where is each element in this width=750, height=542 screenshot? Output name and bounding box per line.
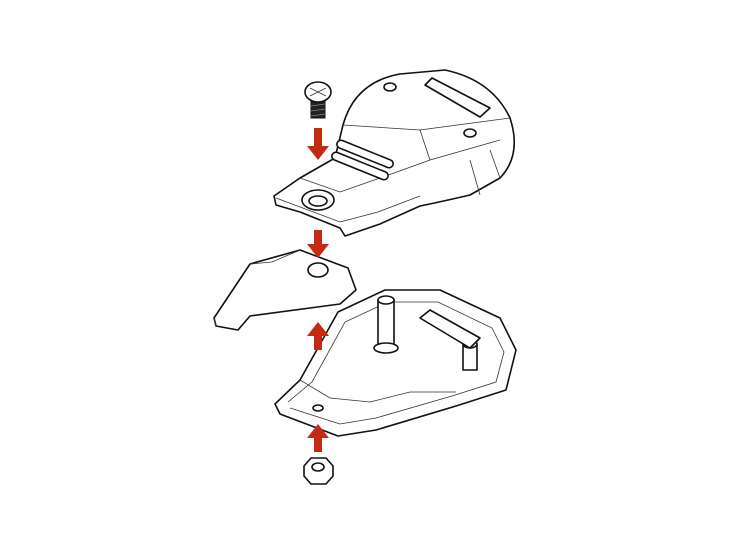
screw — [304, 81, 332, 119]
arrow-down-icon — [307, 230, 329, 258]
arrow-up-icon — [307, 424, 329, 452]
top-cover — [273, 69, 516, 237]
assembly-arrows — [307, 128, 329, 452]
arrow-up-icon — [307, 322, 329, 350]
plate — [213, 249, 357, 331]
arrow-down-icon — [307, 128, 329, 160]
base-housing — [274, 289, 517, 437]
hex-nut — [303, 457, 334, 485]
